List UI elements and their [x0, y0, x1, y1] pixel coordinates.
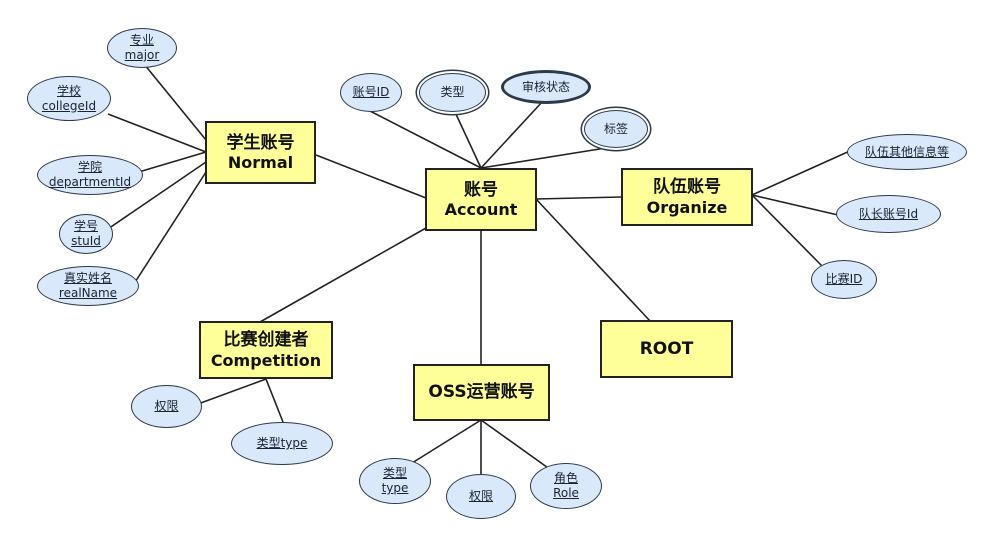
attr-comp-type[interactable]: 类型type — [231, 422, 333, 465]
attr-comp-type-label: 类型type — [256, 436, 308, 450]
attr-match-id-label: 比赛ID — [825, 272, 863, 286]
entity-oss[interactable]: OSS运营账号 — [413, 364, 550, 421]
line-account-type — [454, 111, 482, 169]
entity-competition-zh: 比赛创建者 — [223, 330, 309, 351]
entity-organize-zh: 队伍账号 — [653, 177, 721, 198]
entity-normal-zh: 学生账号 — [226, 132, 295, 153]
attr-real-name-l2: realName — [58, 286, 118, 300]
attr-major[interactable]: 专业 major — [107, 28, 177, 68]
entity-organize-en: Organize — [646, 197, 728, 217]
line-competition-permission — [197, 378, 267, 405]
line-organize-captain — [751, 194, 839, 216]
entity-normal[interactable]: 学生账号 Normal — [205, 121, 316, 184]
attr-college-l1: 学校 — [56, 83, 81, 98]
line-organize-match — [751, 194, 823, 267]
line-account-id — [369, 110, 482, 169]
attr-stu-id-l2: stuId — [71, 234, 101, 248]
attr-college-l2: collegeId — [41, 98, 97, 113]
attr-department-l1: 学院 — [77, 160, 102, 174]
entity-competition[interactable]: 比赛创建者 Competition — [199, 321, 333, 379]
attr-tag[interactable]: 标签 — [584, 110, 648, 148]
line-normal-college — [107, 113, 207, 153]
attr-major-l1: 专业 — [129, 33, 154, 47]
line-organize-teaminfo — [751, 149, 853, 196]
line-account-root — [535, 198, 652, 323]
attr-oss-role-l2: Role — [553, 486, 579, 500]
attr-account-type-label: 类型 — [440, 85, 465, 99]
attr-captain-id-label: 队长账号Id — [858, 206, 919, 221]
line-normal-major — [143, 63, 207, 141]
attr-account-id[interactable]: 账号ID — [340, 73, 402, 112]
attr-stu-id[interactable]: 学号 stuId — [59, 214, 113, 254]
line-oss-type — [411, 419, 482, 464]
attr-real-name-l1: 真实姓名 — [63, 271, 112, 285]
attr-team-info[interactable]: 队伍其他信息等 — [847, 134, 967, 170]
line-account-normal — [315, 154, 427, 199]
line-account-organize — [535, 196, 622, 200]
attr-team-info-label: 队伍其他信息等 — [864, 144, 949, 159]
attr-oss-type[interactable]: 类型 type — [359, 458, 431, 504]
attr-oss-type-l2: type — [381, 481, 409, 495]
attr-oss-permission-label: 权限 — [468, 489, 493, 503]
attr-captain-id[interactable]: 队长账号Id — [836, 195, 941, 233]
attr-tag-label: 标签 — [603, 121, 628, 136]
attr-oss-permission[interactable]: 权限 — [446, 474, 516, 519]
line-competition-type — [265, 378, 284, 423]
attr-college[interactable]: 学校 collegeId — [27, 76, 111, 121]
entity-normal-en: Normal — [227, 153, 294, 173]
attr-audit-status[interactable]: 审核状态 — [501, 70, 591, 104]
entity-oss-zh: OSS运营账号 — [428, 382, 535, 403]
line-oss-role — [480, 419, 552, 471]
attr-comp-permission[interactable]: 权限 — [131, 385, 202, 428]
entity-competition-en: Competition — [210, 350, 322, 370]
line-account-audit — [480, 100, 544, 169]
attr-real-name[interactable]: 真实姓名 realName — [37, 266, 139, 306]
line-normal-department — [131, 151, 207, 175]
entity-root-label: ROOT — [639, 338, 694, 359]
attr-account-type[interactable]: 类型 — [419, 73, 486, 112]
attr-major-l2: major — [124, 48, 160, 62]
attr-department[interactable]: 学院 departmentId — [37, 155, 143, 195]
attr-match-id[interactable]: 比赛ID — [811, 260, 877, 299]
entity-organize[interactable]: 队伍账号 Organize — [621, 168, 753, 226]
line-normal-stuid — [101, 161, 207, 234]
entity-root[interactable]: ROOT — [600, 320, 733, 378]
entity-account[interactable]: 账号 Account — [425, 168, 537, 231]
entity-account-en: Account — [444, 200, 518, 220]
attr-audit-status-label: 审核状态 — [521, 79, 570, 94]
attr-account-id-label: 账号ID — [352, 85, 390, 99]
attr-stu-id-l1: 学号 — [73, 219, 98, 233]
attr-comp-permission-label: 权限 — [154, 399, 179, 413]
attr-oss-role-l1: 角色 — [553, 471, 578, 485]
attr-department-l2: departmentId — [48, 175, 132, 189]
line-normal-realname — [129, 171, 207, 291]
attr-oss-type-l1: 类型 — [382, 466, 407, 480]
attr-oss-role[interactable]: 角色 Role — [530, 463, 602, 509]
line-account-tag — [480, 146, 613, 169]
line-account-competition — [259, 227, 427, 323]
entity-account-zh: 账号 — [464, 179, 498, 200]
